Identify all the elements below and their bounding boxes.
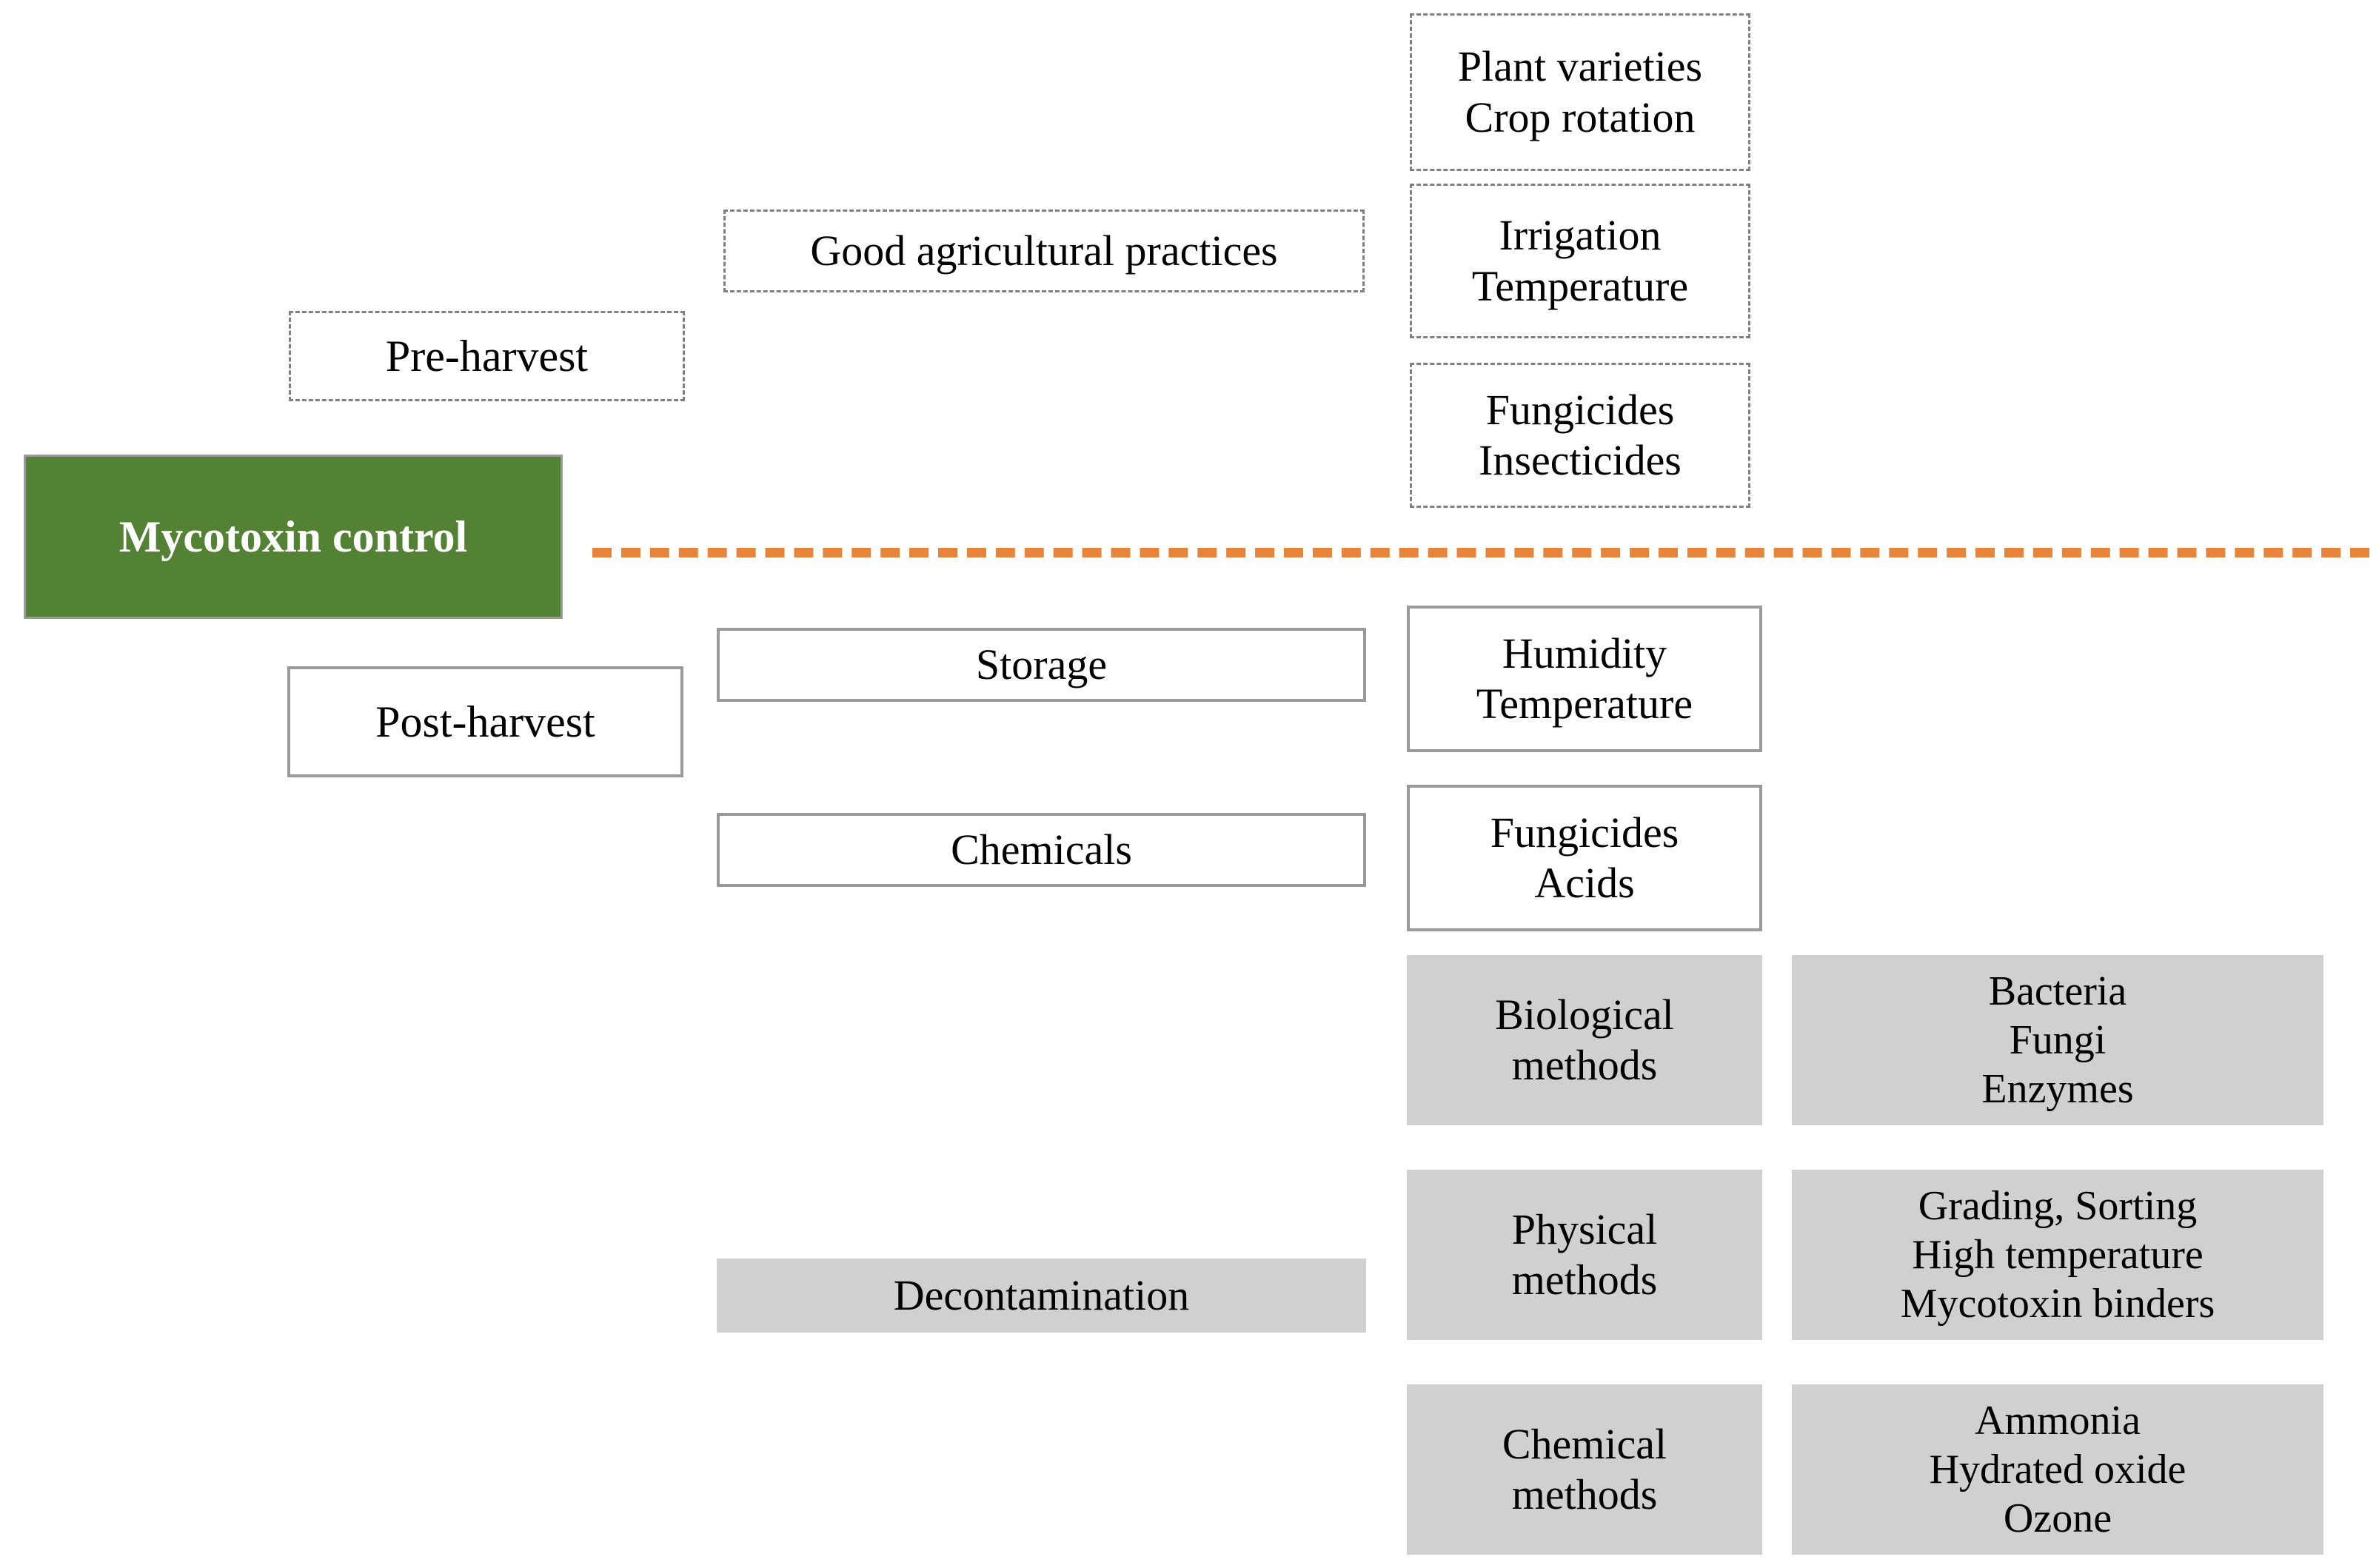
category-label-chemicals: Chemicals	[951, 825, 1132, 874]
stage-label-pre-harvest: Pre-harvest	[385, 331, 589, 381]
detail-box-fungicides-acids[interactable]: Fungicides Acids	[1407, 785, 1762, 931]
root-node-mycotoxin-control[interactable]: Mycotoxin control	[24, 455, 563, 619]
example-label-biological-examples: Bacteria Fungi Enzymes	[1981, 968, 2134, 1113]
method-box-biological-methods[interactable]: Biological methods	[1407, 955, 1762, 1125]
stage-box-pre-harvest[interactable]: Pre-harvest	[289, 311, 685, 401]
detail-label-fungicides-insecticides: Fungicides Insecticides	[1479, 385, 1682, 484]
stage-label-post-harvest: Post-harvest	[375, 697, 595, 746]
detail-box-plant-varieties-crop-rotation[interactable]: Plant varieties Crop rotation	[1410, 13, 1750, 171]
category-box-storage[interactable]: Storage	[717, 628, 1366, 702]
method-box-physical-methods[interactable]: Physical methods	[1407, 1170, 1762, 1340]
example-label-chemical-examples: Ammonia Hydrated oxide Ozone	[1929, 1397, 2186, 1542]
method-label-chemical-methods: Chemical methods	[1502, 1419, 1667, 1518]
detail-box-irrigation-temperature[interactable]: Irrigation Temperature	[1410, 184, 1750, 338]
detail-label-humidity-temperature: Humidity Temperature	[1476, 629, 1693, 728]
category-box-good-agricultural-practices[interactable]: Good agricultural practices	[723, 210, 1365, 292]
category-label-good-agricultural-practices: Good agricultural practices	[810, 226, 1278, 275]
example-box-biological-examples[interactable]: Bacteria Fungi Enzymes	[1792, 955, 2323, 1125]
pre-post-harvest-divider	[592, 548, 2369, 557]
example-label-physical-examples: Grading, Sorting High temperature Mycoto…	[1900, 1182, 2215, 1327]
stage-box-post-harvest[interactable]: Post-harvest	[287, 666, 683, 777]
detail-box-humidity-temperature[interactable]: Humidity Temperature	[1407, 606, 1762, 752]
category-label-storage: Storage	[975, 640, 1108, 688]
example-box-chemical-examples[interactable]: Ammonia Hydrated oxide Ozone	[1792, 1384, 2323, 1555]
method-label-physical-methods: Physical methods	[1511, 1205, 1658, 1304]
method-label-biological-methods: Biological methods	[1495, 990, 1674, 1089]
root-node-label: Mycotoxin control	[118, 512, 468, 561]
detail-label-fungicides-acids: Fungicides Acids	[1490, 808, 1679, 907]
category-box-decontamination[interactable]: Decontamination	[717, 1259, 1366, 1333]
category-box-chemicals[interactable]: Chemicals	[717, 813, 1366, 887]
example-box-physical-examples[interactable]: Grading, Sorting High temperature Mycoto…	[1792, 1170, 2323, 1340]
method-box-chemical-methods[interactable]: Chemical methods	[1407, 1384, 1762, 1555]
detail-label-plant-varieties-crop-rotation: Plant varieties Crop rotation	[1457, 42, 1703, 141]
detail-box-fungicides-insecticides[interactable]: Fungicides Insecticides	[1410, 363, 1750, 508]
detail-label-irrigation-temperature: Irrigation Temperature	[1471, 211, 1689, 310]
category-label-decontamination: Decontamination	[893, 1270, 1190, 1319]
